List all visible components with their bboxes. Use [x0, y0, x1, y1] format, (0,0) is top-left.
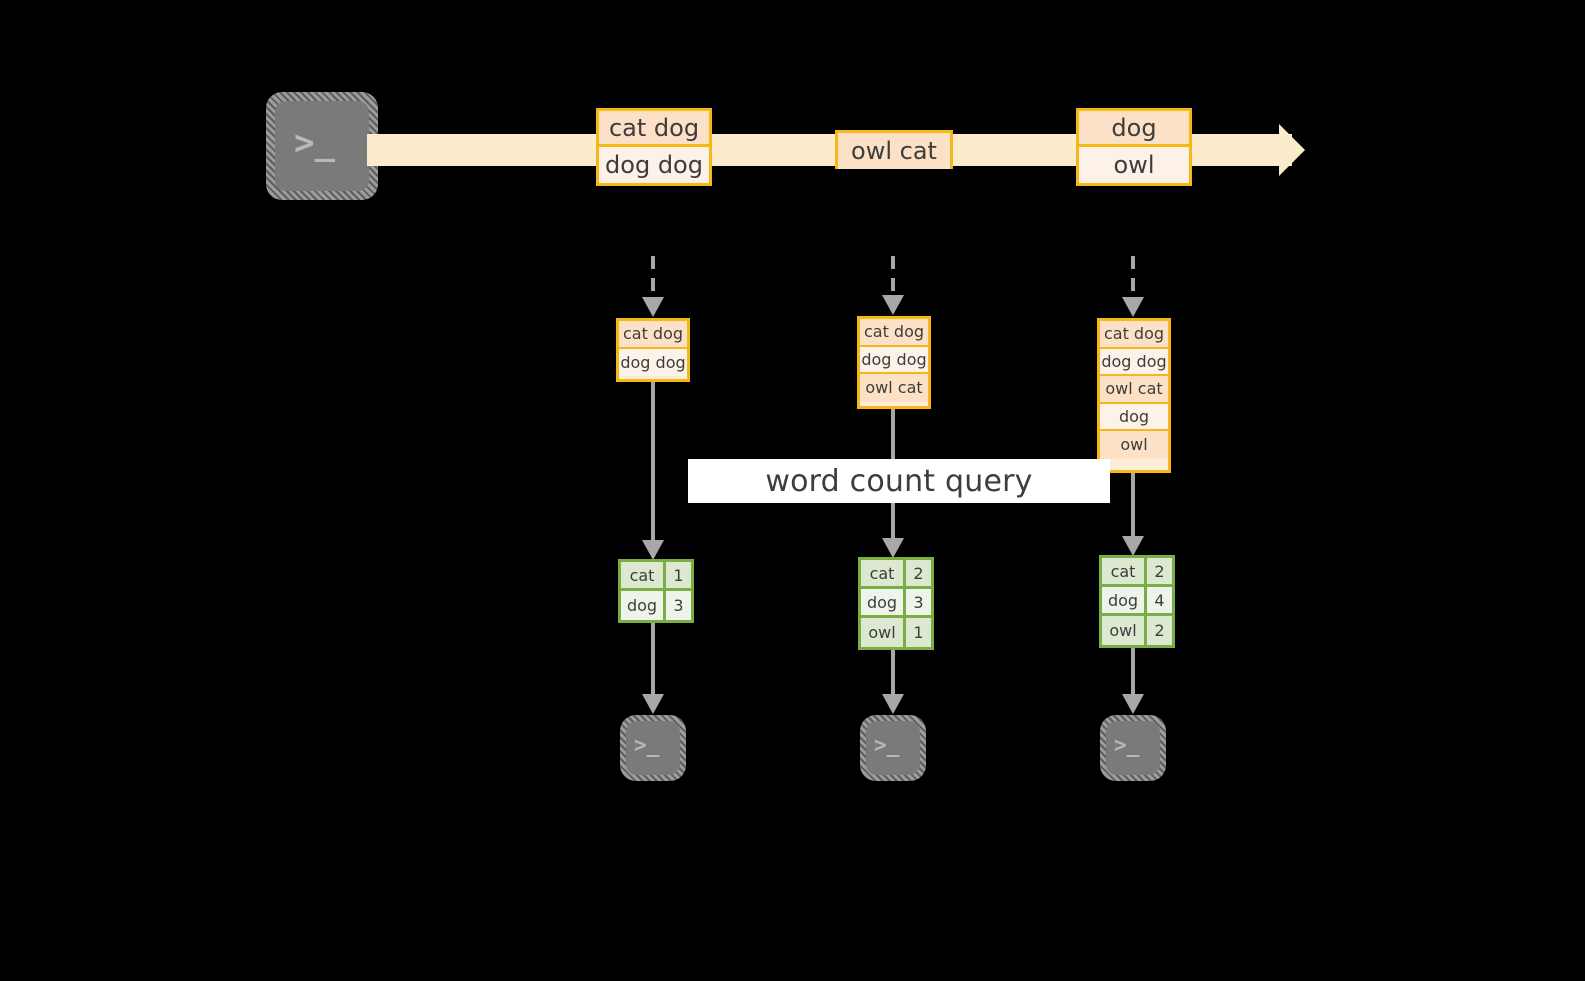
sink-line-2 — [891, 650, 895, 699]
snapshot-3-input-row: dog — [1100, 403, 1168, 431]
result-word: dog — [1102, 587, 1147, 613]
result-count: 2 — [1147, 558, 1172, 584]
producer-terminal-screen — [275, 101, 369, 191]
snapshot-3-input-row: owl cat — [1100, 376, 1168, 404]
snapshot-3-input-row: dog dog — [1100, 348, 1168, 376]
table-row: cat 2 — [861, 560, 931, 589]
table-row: dog 3 — [621, 591, 691, 620]
snapshot-1-input-table: cat dog dog dog — [616, 318, 690, 382]
table-row: cat 2 — [1102, 558, 1172, 587]
query-label-text: word count query — [765, 463, 1033, 499]
result-word: dog — [621, 591, 666, 620]
stream-event-1-line-1: cat dog — [599, 111, 709, 147]
result-count: 1 — [666, 562, 691, 588]
sink-arrowhead-2 — [882, 694, 904, 714]
sink-arrowhead-1 — [642, 694, 664, 714]
tap-line-1 — [651, 256, 655, 300]
result-word: owl — [861, 618, 906, 647]
snapshot-2-input-row: cat dog — [860, 319, 928, 347]
result-count: 2 — [906, 560, 931, 586]
stream-event-1-line-2: dog dog — [599, 147, 709, 183]
snapshot-2-result-table: cat 2 dog 3 owl 1 — [858, 557, 934, 650]
query-line-1 — [651, 382, 655, 550]
result-word: dog — [861, 589, 906, 615]
tap-arrowhead-3 — [1122, 297, 1144, 317]
snapshot-2-input-row: owl cat — [860, 374, 928, 402]
stream-event-2: owl cat — [835, 130, 953, 169]
result-word: owl — [1102, 616, 1147, 645]
consumer-terminal-3: >_ — [1100, 715, 1166, 781]
table-row: owl 1 — [861, 618, 931, 647]
query-line-3 — [1131, 473, 1135, 546]
consumer-terminal-2-screen — [866, 721, 920, 775]
stream-event-2-line-1: owl cat — [838, 133, 950, 169]
query-label: word count query — [688, 459, 1110, 503]
snapshot-1-input-row: dog dog — [619, 348, 687, 376]
result-count: 4 — [1147, 587, 1172, 613]
tap-arrowhead-2 — [882, 295, 904, 315]
result-count: 3 — [666, 591, 691, 620]
consumer-terminal-2: >_ — [860, 715, 926, 781]
query-arrowhead-3 — [1122, 536, 1144, 556]
stream-event-3: dog owl — [1076, 108, 1192, 186]
tap-arrowhead-1 — [642, 297, 664, 317]
snapshot-1-result-table: cat 1 dog 3 — [618, 559, 694, 623]
snapshot-3-input-row: owl — [1100, 431, 1168, 459]
stream-event-3-line-1: dog — [1079, 111, 1189, 147]
snapshot-3-result-table: cat 2 dog 4 owl 2 — [1099, 555, 1175, 648]
stream-event-3-line-2: owl — [1079, 147, 1189, 183]
query-arrowhead-1 — [642, 540, 664, 560]
result-count: 2 — [1147, 616, 1172, 645]
result-word: cat — [621, 562, 666, 588]
event-stream-arrowhead — [1279, 124, 1305, 176]
sink-line-1 — [651, 623, 655, 699]
result-word: cat — [1102, 558, 1147, 584]
result-word: cat — [861, 560, 906, 586]
table-row: cat 1 — [621, 562, 691, 591]
table-row: owl 2 — [1102, 616, 1172, 645]
stream-event-1: cat dog dog dog — [596, 108, 712, 186]
snapshot-3-input-table: cat dog dog dog owl cat dog owl — [1097, 318, 1171, 473]
terminal-prompt-icon: >_ — [1114, 733, 1140, 757]
consumer-terminal-1-screen — [626, 721, 680, 775]
snapshot-2-input-table: cat dog dog dog owl cat — [857, 316, 931, 409]
result-count: 3 — [906, 589, 931, 615]
consumer-terminal-3-screen — [1106, 721, 1160, 775]
snapshot-3-input-row: cat dog — [1100, 321, 1168, 349]
producer-terminal: >_ — [266, 92, 378, 200]
table-row: dog 4 — [1102, 587, 1172, 616]
sink-line-3 — [1131, 648, 1135, 699]
terminal-prompt-icon: >_ — [874, 733, 900, 757]
terminal-prompt-icon: >_ — [294, 123, 335, 163]
terminal-prompt-icon: >_ — [634, 733, 660, 757]
consumer-terminal-1: >_ — [620, 715, 686, 781]
table-row: dog 3 — [861, 589, 931, 618]
result-count: 1 — [906, 618, 931, 647]
tap-line-2 — [891, 256, 895, 298]
snapshot-2-input-row: dog dog — [860, 346, 928, 374]
query-arrowhead-2 — [882, 538, 904, 558]
tap-line-3 — [1131, 256, 1135, 300]
sink-arrowhead-3 — [1122, 694, 1144, 714]
snapshot-1-input-row: cat dog — [619, 321, 687, 349]
